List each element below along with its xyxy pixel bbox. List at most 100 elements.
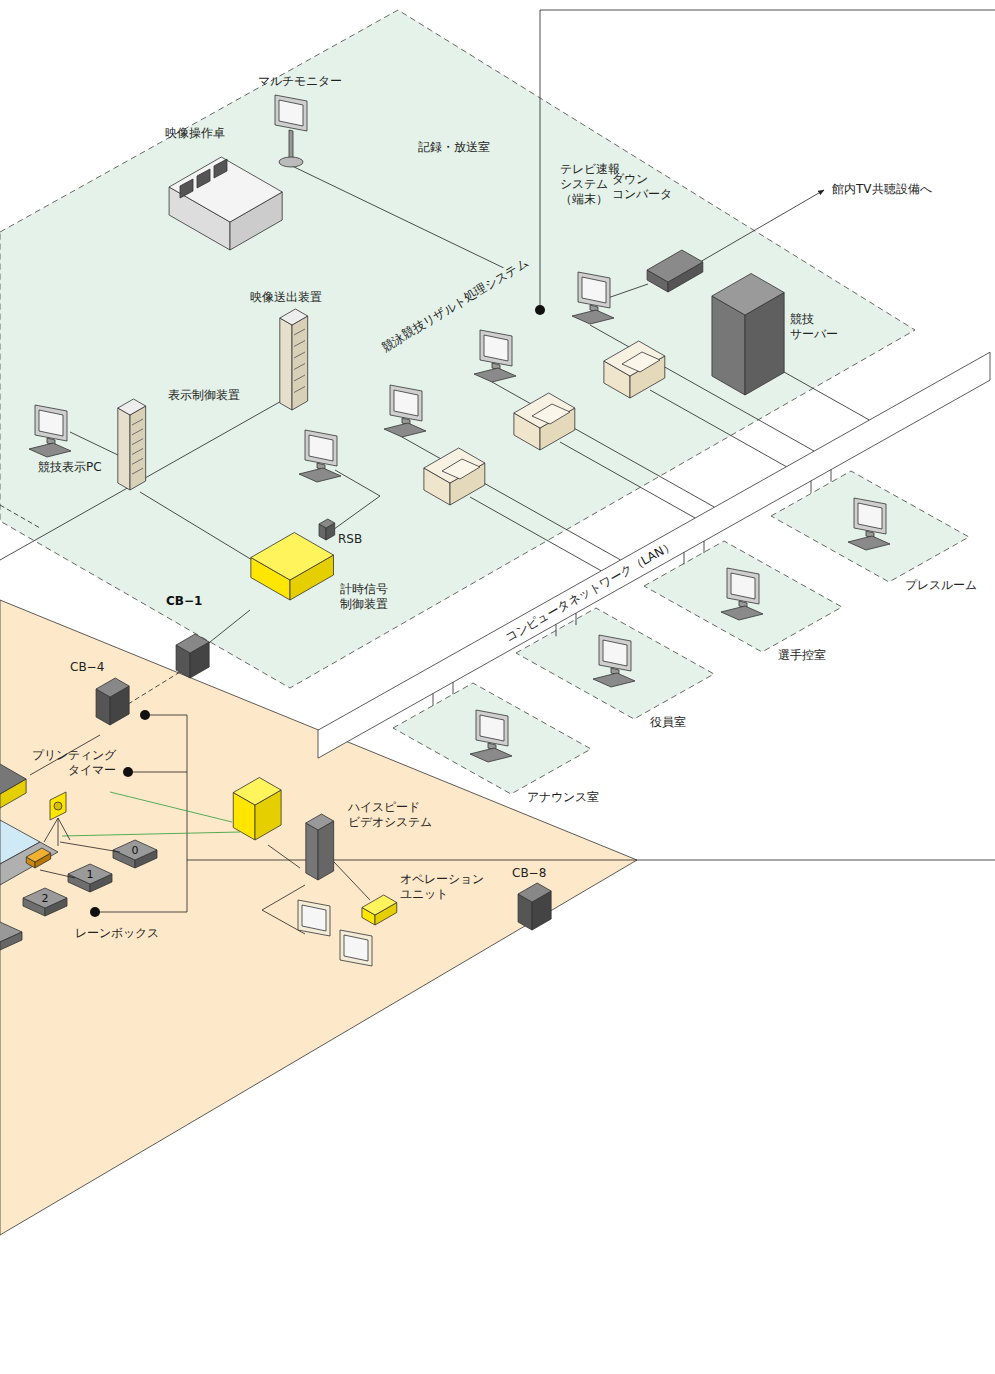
video-server-side: [306, 823, 318, 880]
label-text: CB−4: [70, 660, 104, 675]
rack-slot: [132, 468, 143, 474]
printing-timer-top: [0, 759, 26, 794]
pc-monitor-screen: [484, 335, 508, 361]
pc-monitor-screen: [731, 573, 755, 599]
multi-monitor-frame: [275, 95, 307, 131]
label-box: 競技表示PC: [38, 460, 102, 475]
equipment-rack: [118, 399, 146, 490]
lane-box: 0: [113, 840, 157, 870]
rack-slot: [294, 341, 305, 347]
label-box: CB−4: [70, 660, 104, 675]
label-box: 2: [42, 892, 49, 905]
printer-paper: [622, 352, 660, 372]
lane-box-partial: [0, 922, 22, 950]
camera-body: [50, 792, 66, 820]
label-box: 0: [132, 844, 139, 857]
label-box: 館内TV共聴設備へ: [832, 182, 932, 197]
label-text: CB−8: [512, 866, 546, 881]
lane-box: 1: [68, 864, 112, 894]
cb-box: [176, 634, 209, 678]
rack-slot: [132, 449, 143, 455]
rack-slot: [132, 429, 143, 435]
label-box: 映像送出装置: [250, 290, 322, 305]
label-text: ハイスピード ビデオシステム: [348, 800, 432, 830]
sensor-box: [233, 778, 281, 841]
pc-monitor-frame: [35, 405, 67, 441]
pc-monitor-screen: [39, 410, 63, 436]
label-text: プレスルーム: [905, 578, 977, 593]
bullet: [140, 710, 150, 720]
rack-slot: [294, 364, 305, 370]
label-box: ハイスピード ビデオシステム: [348, 800, 432, 830]
label-text: ダウン コンバータ: [612, 172, 672, 202]
sensor-beams: [62, 792, 240, 836]
lane-box-side: [0, 932, 22, 950]
lane-box-top: [68, 864, 112, 884]
label-box: プリンティング タイマー: [32, 748, 116, 778]
cb-box: [96, 678, 129, 725]
room-area: [644, 541, 842, 652]
label-box: 表示制御装置: [168, 388, 240, 403]
label-text: マルチモニター: [258, 74, 342, 89]
label-text: 0: [132, 844, 139, 857]
operation-monitor-frame: [340, 930, 372, 966]
lane-box: 2: [23, 888, 67, 918]
label-text: 記録・放送室: [418, 140, 490, 155]
label-text: 館内TV共聴設備へ: [832, 182, 932, 197]
node-outline: [516, 608, 714, 732]
starting-block-top: [26, 848, 50, 862]
node-outline: [0, 10, 915, 688]
equipment-rack: [280, 309, 308, 410]
cb-box-top: [518, 883, 551, 902]
equipment-rack-side: [118, 408, 130, 490]
label-text: プリンティング タイマー: [32, 748, 116, 778]
bullet: [535, 305, 545, 315]
pc-monitor-screen: [394, 390, 418, 416]
console-screen: [180, 179, 193, 198]
label-text: 競技表示PC: [38, 460, 102, 475]
label-box: 競技 サーバー: [790, 312, 838, 342]
label-box: RSB: [338, 532, 362, 547]
pool-floor: [0, 600, 637, 1235]
multi-monitor-screen: [279, 100, 303, 126]
room-area: [393, 683, 591, 794]
pc-monitor-screen: [582, 277, 606, 303]
room-region: プレスルーム: [771, 471, 979, 595]
equipment-rack-side: [292, 316, 308, 410]
lane-box-top: [23, 888, 67, 908]
starting-block: [26, 848, 50, 868]
label-text: 選手控室: [778, 648, 826, 663]
lane-box-top: [113, 840, 157, 860]
cb-box-top: [96, 678, 129, 697]
label-text: アナウンス室: [527, 790, 599, 805]
video-controller: [362, 895, 397, 925]
monitor-stand: [289, 130, 293, 160]
label-text: 競技 サーバー: [790, 312, 838, 342]
node-outline: [644, 541, 842, 665]
pc-monitor-screen: [480, 715, 504, 741]
room-area: [0, 10, 915, 688]
bullet: [90, 907, 100, 917]
label-box: マルチモニター: [258, 74, 342, 89]
rack-slot: [294, 329, 305, 335]
node-outline: [393, 683, 601, 807]
pc-monitor-screen: [603, 640, 627, 666]
wires: [0, 10, 995, 934]
pc-monitor-frame: [727, 568, 759, 604]
label-text: オペレーション ユニット: [400, 872, 484, 902]
pc-monitor-frame: [599, 635, 631, 671]
bullet: [123, 767, 133, 777]
rack-slot: [294, 352, 305, 358]
label-box: テレビ速報 システム （端末）: [560, 162, 620, 207]
camera-lens: [54, 802, 62, 810]
lan-branch: [576, 613, 577, 625]
node-outline: [771, 471, 979, 595]
label-text: 映像操作卓: [165, 126, 225, 141]
label-box: 計時信号 制御装置: [340, 582, 388, 612]
pc-monitor-frame: [390, 385, 422, 421]
camera-tripod: [58, 818, 59, 846]
label-box: CB−8: [512, 866, 546, 881]
printing-timer: [0, 759, 26, 808]
